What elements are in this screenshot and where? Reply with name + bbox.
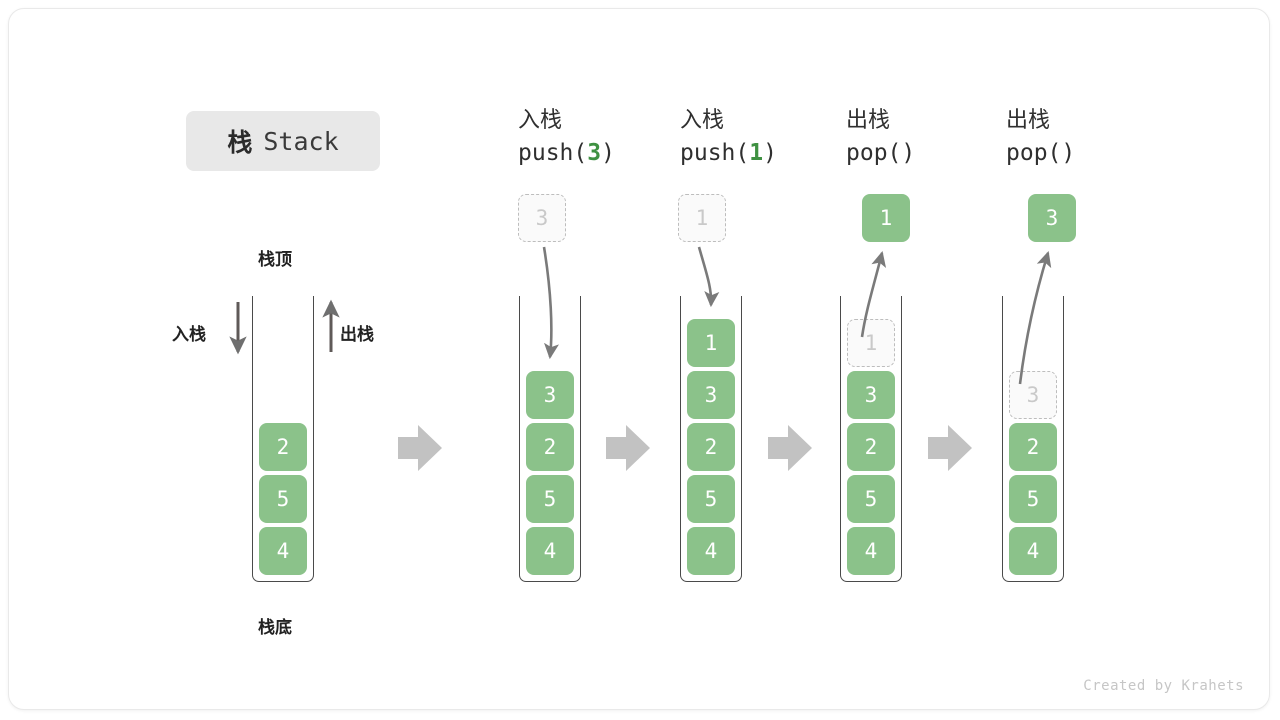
- operation-name-cn: 出栈: [1006, 108, 1051, 133]
- floating-cell-pop1: 1: [862, 194, 910, 242]
- call-suffix: ): [1061, 140, 1076, 166]
- stack-bottom-label: 栈底: [258, 618, 292, 638]
- operation-call: push(3): [518, 136, 688, 170]
- pop-direction-label: 出栈: [340, 325, 374, 345]
- stack-cell-removed: 3: [1009, 371, 1057, 419]
- stack-cell: 2: [526, 423, 574, 471]
- stack-cell: 4: [847, 527, 895, 575]
- operation-call: push(1): [680, 136, 850, 170]
- push-direction-label: 入栈: [172, 325, 206, 345]
- call-prefix: push(: [518, 140, 588, 166]
- stack-cell: 4: [259, 527, 307, 575]
- stack-cell: 5: [847, 475, 895, 523]
- column-header-pop3: 出栈 pop(): [1006, 106, 1176, 170]
- stack-cell: 4: [1009, 527, 1057, 575]
- stack-cell: 1: [687, 319, 735, 367]
- stack-cell: 4: [526, 527, 574, 575]
- stack-container-pop3: [1002, 296, 1064, 582]
- stack-cell: 3: [526, 371, 574, 419]
- stack-cell: 5: [687, 475, 735, 523]
- stack-top-label: 栈顶: [258, 250, 292, 270]
- call-suffix: ): [763, 140, 777, 166]
- stack-container-initial: [252, 296, 314, 582]
- diagram-title-chip: 栈 Stack: [186, 111, 380, 171]
- column-header-push1: 入栈 push(1): [680, 106, 850, 170]
- call-prefix: push(: [680, 140, 750, 166]
- stack-cell: 2: [259, 423, 307, 471]
- stack-cell: 2: [1009, 423, 1057, 471]
- stack-cell: 3: [687, 371, 735, 419]
- credit-text: Created by Krahets: [1083, 678, 1244, 694]
- stack-cell: 5: [1009, 475, 1057, 523]
- call-suffix: ): [601, 140, 615, 166]
- stack-cell: 3: [847, 371, 895, 419]
- call-prefix: pop(: [846, 140, 902, 166]
- floating-cell-push3: 3: [518, 194, 566, 242]
- floating-cell-push1: 1: [678, 194, 726, 242]
- title-english: Stack: [263, 126, 339, 156]
- column-header-push3: 入栈 push(3): [518, 106, 688, 170]
- stack-cell: 2: [847, 423, 895, 471]
- call-argument: 3: [587, 140, 602, 166]
- operation-call: pop(): [846, 136, 1016, 170]
- stack-cell-removed: 1: [847, 319, 895, 367]
- stack-cell: 2: [687, 423, 735, 471]
- operation-call: pop(): [1006, 136, 1176, 170]
- column-header-pop1: 出栈 pop(): [846, 106, 1016, 170]
- stack-container-push3: [519, 296, 581, 582]
- stack-cell: 4: [687, 527, 735, 575]
- call-argument: 1: [749, 140, 764, 166]
- call-suffix: ): [901, 140, 916, 166]
- operation-name-cn: 出栈: [846, 108, 891, 133]
- stack-container-push1: [680, 296, 742, 582]
- call-prefix: pop(: [1006, 140, 1062, 166]
- floating-cell-pop3: 3: [1028, 194, 1076, 242]
- stack-container-pop1: [840, 296, 902, 582]
- operation-name-cn: 入栈: [680, 108, 725, 133]
- stack-cell: 5: [259, 475, 307, 523]
- operation-name-cn: 入栈: [518, 108, 563, 133]
- title-chinese: 栈: [227, 128, 254, 157]
- stack-cell: 5: [526, 475, 574, 523]
